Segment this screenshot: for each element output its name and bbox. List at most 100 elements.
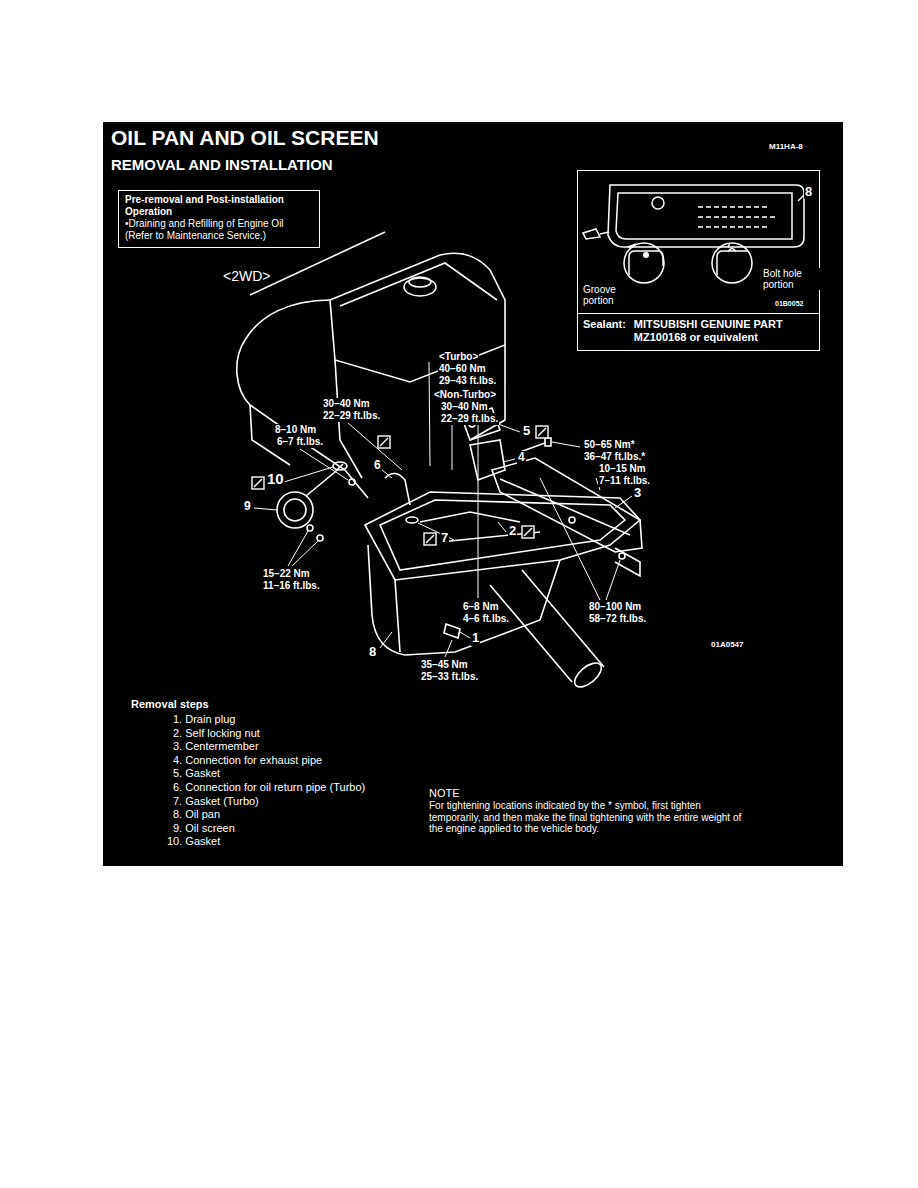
variant-label: <Turbo> — [438, 351, 479, 363]
oil-pan-flange — [365, 492, 640, 580]
non-reusable-symbol — [522, 526, 534, 538]
symbol-box — [378, 436, 390, 448]
removal-step: 3. Centermember — [172, 740, 260, 753]
oil-return-pipe — [385, 473, 410, 505]
bolt — [317, 535, 323, 541]
torque-spec: 30–40 Nm — [440, 401, 489, 413]
leader-line — [380, 632, 392, 648]
gasket — [406, 517, 418, 523]
leader-line — [254, 508, 277, 510]
bolt-head — [545, 438, 551, 446]
leader-line — [552, 442, 580, 447]
sealant-detail-box: 8Groove portionBolt hole portion01B0052S… — [577, 170, 820, 351]
removal-step: 1. Drain plug — [172, 713, 236, 726]
bolt-hole-profile — [717, 249, 748, 276]
oil-screen — [277, 492, 313, 528]
leader-line — [606, 560, 620, 600]
torque-spec: 35–45 Nm — [420, 659, 469, 671]
torque-spec: 6–8 Nm — [462, 601, 500, 613]
drain-plug — [444, 624, 460, 638]
leader-line — [382, 470, 392, 478]
sealant-spec: MITSUBISHI GENUINE PART MZ100168 or equi… — [634, 318, 814, 344]
torque-spec: 25–33 ft.lbs. — [420, 671, 479, 683]
non-reusable-symbol — [252, 477, 264, 489]
bolt — [619, 553, 625, 559]
note-text: For tightening locations indicated by th… — [428, 800, 748, 835]
detail-label: Groove portion — [582, 284, 646, 306]
box-heading: Pre-removal and Post-installation Operat… — [125, 194, 313, 218]
exhaust-pipe — [490, 585, 572, 682]
bolt — [569, 517, 575, 523]
torque-spec: 22–29 ft.lbs. — [322, 410, 381, 422]
oil-pan-sump — [395, 580, 400, 652]
removal-step: 7. Gasket (Turbo) — [172, 795, 260, 808]
symbol-slash — [538, 428, 546, 436]
torque-spec: 36–47 ft.lbs.* — [583, 451, 646, 463]
sealant-heading: Sealant: — [583, 318, 626, 344]
non-reusable-symbol — [424, 533, 436, 545]
torque-spec: 4–6 ft.lbs. — [462, 613, 510, 625]
leader-line — [615, 496, 632, 508]
centermember — [500, 479, 630, 535]
leader-line — [460, 632, 470, 638]
callout-number: 5 — [522, 424, 531, 439]
centermember-bracket — [615, 548, 640, 576]
leader-line — [498, 424, 520, 432]
symbol-box — [522, 526, 534, 538]
bolt — [307, 525, 313, 531]
leader-line — [284, 467, 333, 482]
torque-spec: 6–7 ft.lbs. — [276, 436, 324, 448]
callout-number: 7 — [440, 531, 449, 546]
symbol-box — [536, 426, 548, 438]
variant-label: <Non-Turbo> — [433, 389, 497, 401]
non-reusable-symbol — [536, 426, 548, 438]
torque-spec: 29–43 ft.lbs. — [438, 375, 497, 387]
symbol-slash — [254, 479, 262, 487]
sealant-nozzle — [583, 229, 609, 239]
diagram-subtitle: REMOVAL AND INSTALLATION — [110, 156, 334, 173]
torque-spec: 30–40 Nm — [322, 398, 371, 410]
oil-screen — [284, 499, 306, 521]
torque-spec: 15–22 Nm — [262, 568, 311, 580]
leader-line — [452, 425, 453, 470]
filler-cap — [404, 278, 436, 296]
leader-line — [498, 522, 506, 532]
oil-screen-tube — [306, 464, 343, 496]
symbol-box — [252, 477, 264, 489]
callout-number: 2 — [508, 524, 517, 539]
symbol-box — [424, 533, 436, 545]
callout-number: 6 — [373, 459, 382, 473]
symbol-slash — [380, 438, 388, 446]
symbol-slash — [524, 528, 532, 536]
panel-background — [103, 122, 843, 866]
box-body: •Draining and Refilling of Engine Oil (R… — [125, 218, 313, 242]
oil-pan-sump — [368, 545, 560, 655]
figure-code: 01A0547 — [710, 640, 744, 649]
callout-number: 9 — [243, 500, 252, 514]
sealant-bead — [698, 207, 778, 227]
oil-pan-inner — [616, 193, 792, 239]
detail-label: Bolt hole portion — [762, 268, 822, 290]
leader-line — [478, 425, 479, 598]
variant-label: <2WD> — [222, 268, 271, 284]
leader-line — [540, 478, 600, 600]
valve-cover-edge — [340, 263, 497, 306]
torque-spec: 7–11 ft.lbs. — [598, 475, 651, 487]
gasket — [333, 462, 347, 470]
callout-number: 1 — [471, 631, 480, 646]
filler-cap — [409, 277, 431, 287]
detail-leader — [628, 243, 730, 247]
oil-pan-inner — [380, 500, 625, 570]
figure-code: M11HA-8 — [768, 142, 804, 151]
operation-box: Pre-removal and Post-installation Operat… — [118, 190, 320, 248]
removal-step: 2. Self locking nut — [172, 727, 261, 740]
leader-line — [429, 362, 430, 466]
exhaust-bracket — [470, 440, 505, 480]
removal-step: 4. Connection for exhaust pipe — [172, 754, 323, 767]
torque-spec: 58–72 ft.lbs. — [588, 613, 647, 625]
callout-number: 8 — [368, 645, 377, 660]
valve-cover — [330, 253, 505, 382]
torque-spec: 10–15 Nm — [598, 463, 647, 475]
torque-spec: 40–60 Nm — [438, 363, 487, 375]
note-heading: NOTE — [428, 787, 461, 800]
